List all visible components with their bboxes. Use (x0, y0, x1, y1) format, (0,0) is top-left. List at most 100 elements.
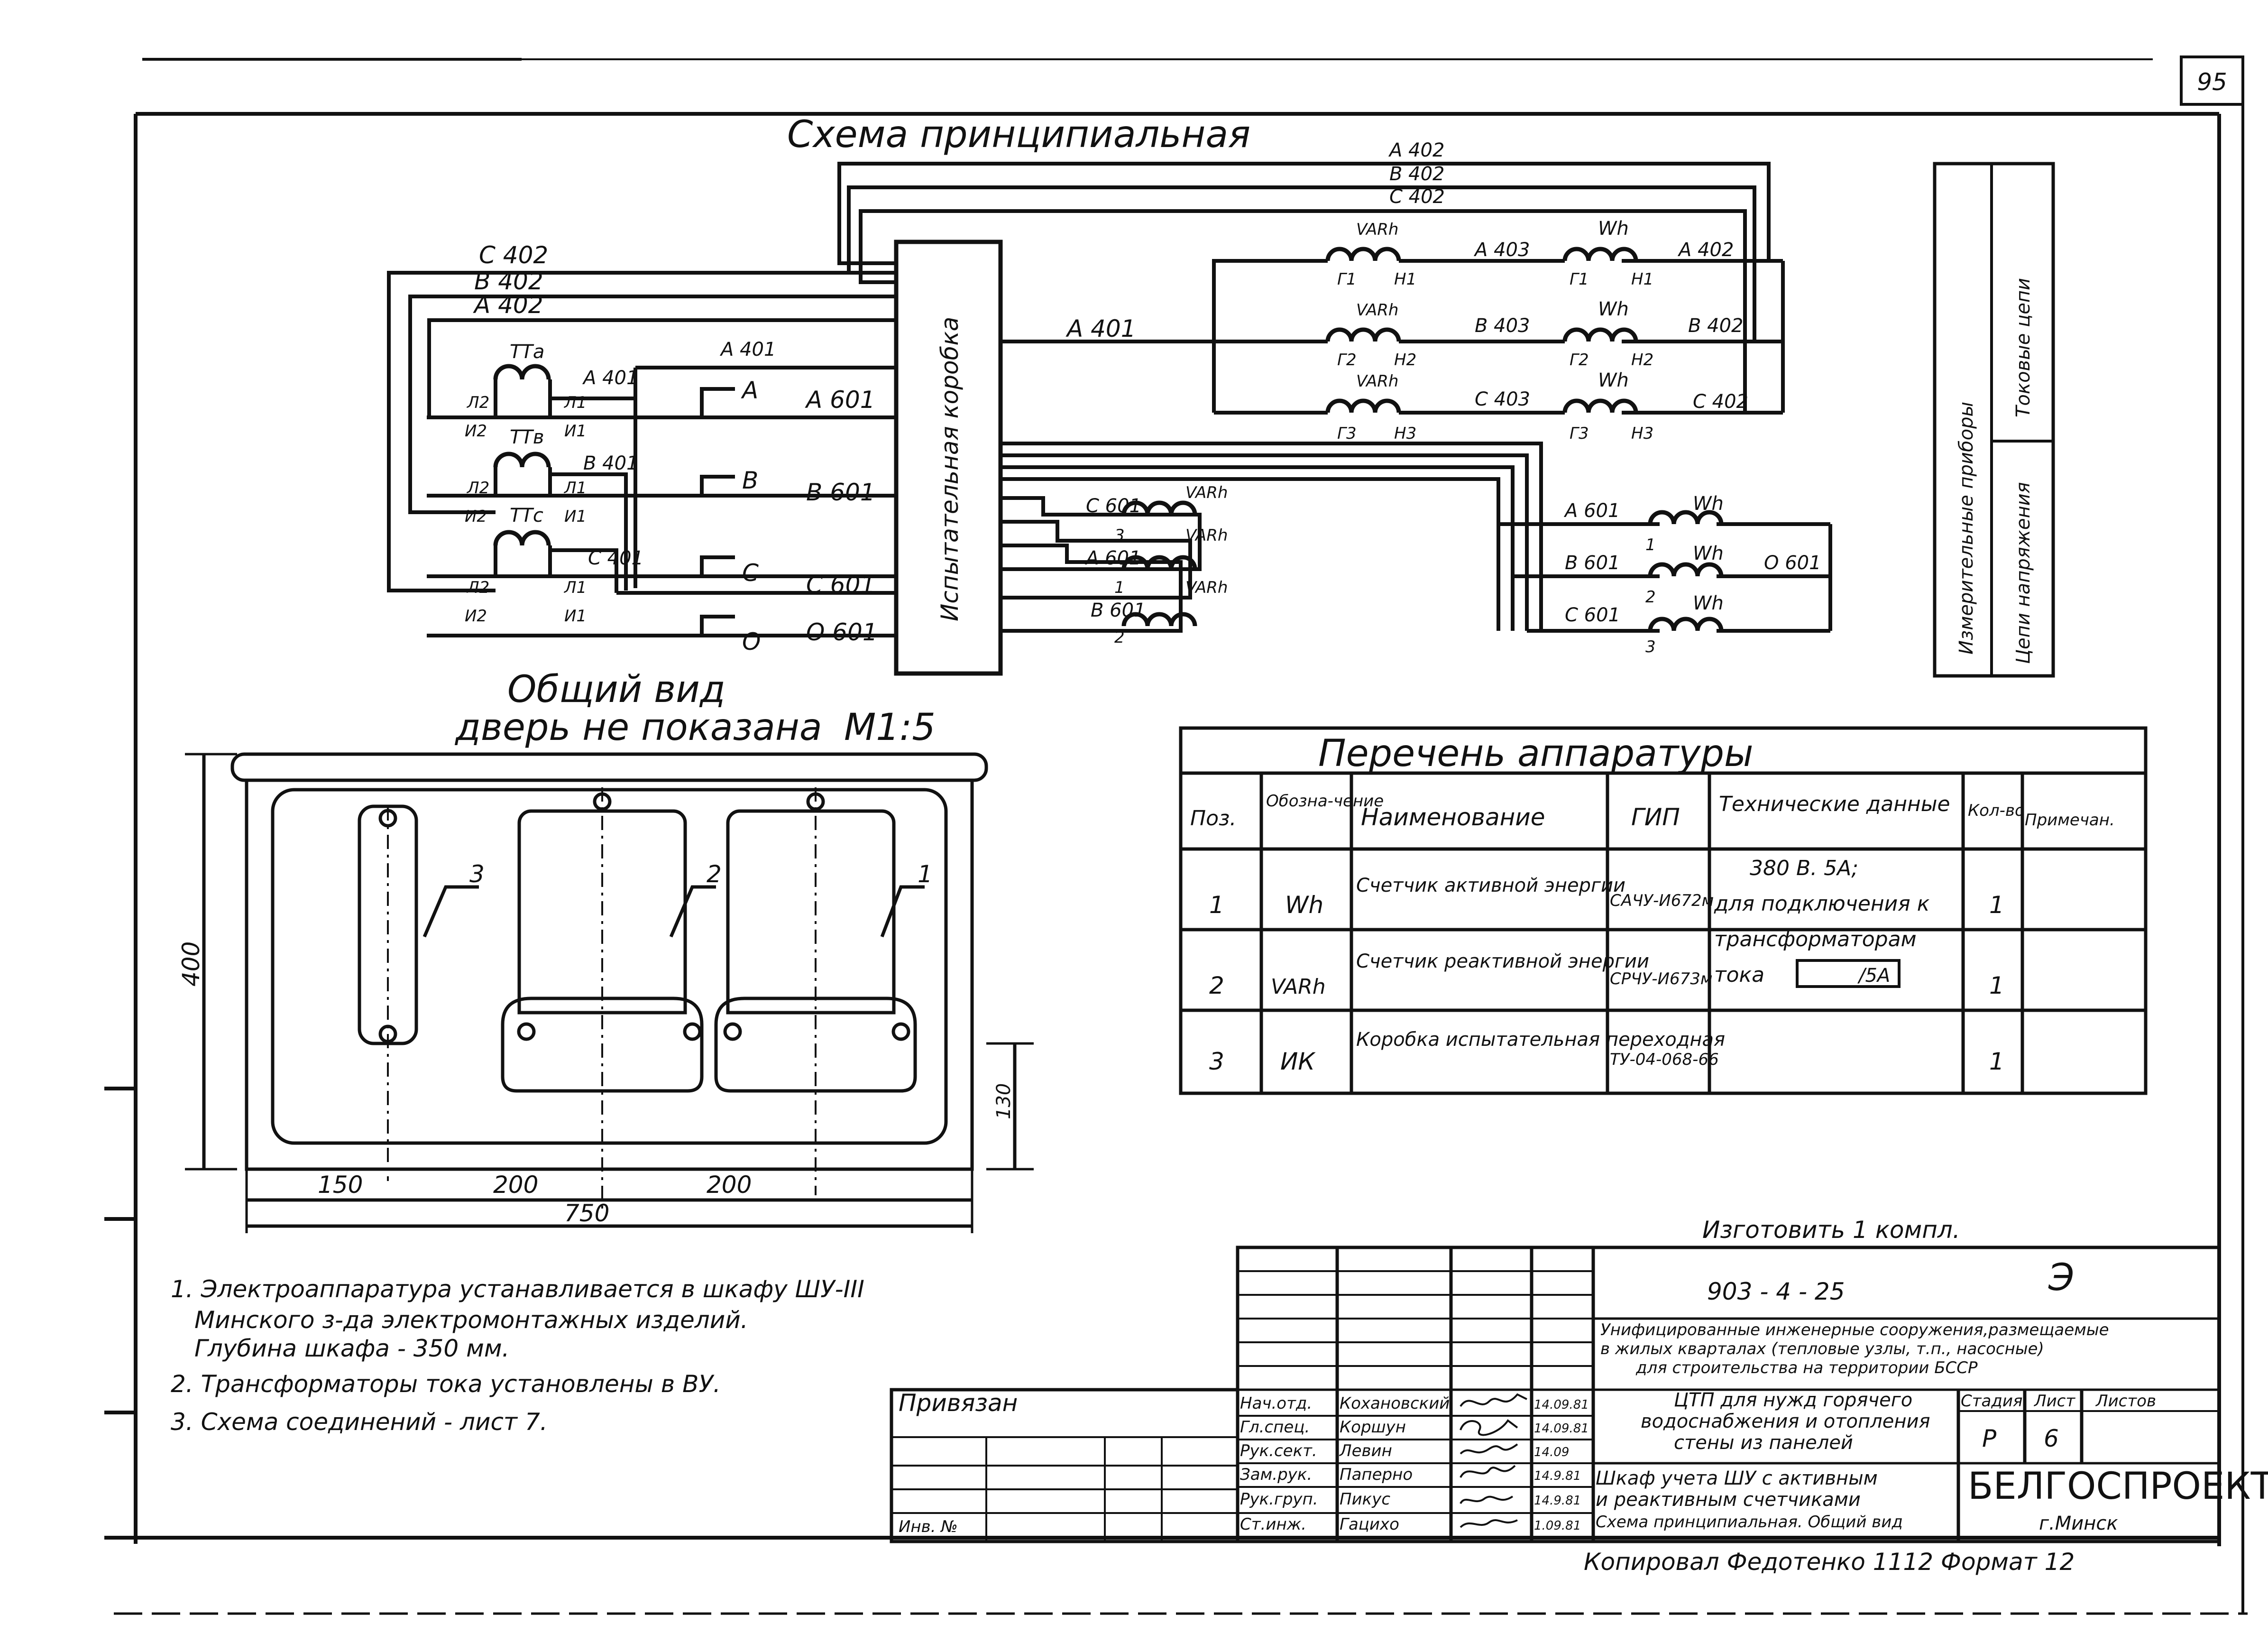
test-box-label: Испытательная коробка (936, 317, 964, 621)
drawing-label: Г1 (1337, 270, 1357, 289)
drawing-label: В 401 (583, 452, 639, 474)
notes: 1. Электроаппаратура устанавливается в ш… (171, 1275, 864, 1436)
drawing-label: 200 (707, 1171, 752, 1199)
drawing-label: 200 (493, 1171, 538, 1199)
drawing-label: Лист (2033, 1392, 2075, 1411)
drawing-label: Схема принципиальная. Общий вид (1596, 1513, 1903, 1532)
drawing-label: ГИП (1631, 803, 1680, 831)
drawing-label: Wh (1693, 543, 1724, 564)
drawing-label: и реактивным счетчиками (1596, 1489, 1861, 1511)
drawing-label: О (742, 628, 761, 655)
drawing-label: С 601 (1565, 604, 1620, 626)
drawing-label: Г2 (1570, 351, 1589, 369)
drawing-label: для подключения к (1714, 892, 1930, 916)
drawing-label: 3 (469, 860, 485, 888)
drawing-label: 6 (2044, 1425, 2059, 1452)
drawing-label: С 601 (806, 571, 875, 599)
drawing-label: Wh (1598, 218, 1629, 240)
drawing-label: Рук.груп. (1240, 1490, 1318, 1509)
drawing-label: Л1 (563, 578, 587, 597)
drawing-label: И1 (564, 607, 587, 626)
side-legend-col2: Измерительные приборы (1956, 402, 1977, 655)
drawing-label: О 601 (806, 618, 878, 646)
drawing-label: стены из панелей (1674, 1432, 1853, 1454)
drawing-label: В 601 (806, 479, 875, 506)
drawing-label: VARh (1356, 372, 1398, 391)
drawing-label: Зам.рук. (1240, 1465, 1312, 1484)
view-scale: М1:5 (844, 706, 936, 749)
note-1: 1. Электроаппаратура устанавливается в ш… (171, 1275, 864, 1303)
drawing-label: 1 (1209, 891, 1224, 919)
drawing-label: Wh (1693, 493, 1724, 515)
drawing-label: VARh (1356, 220, 1398, 239)
drawing-label: ТТа (510, 341, 544, 363)
drawing-label: С 402 (1693, 391, 1748, 413)
cabinet-dims: 400 130 150 200 200 750 3 2 1 (177, 860, 1015, 1227)
side-legend-table: Измерительные приборы Токовые цепи Цепи … (1933, 162, 2055, 678)
drawing-label: А (741, 377, 758, 404)
drawing-label: И1 (564, 422, 587, 441)
drawing-label: Р (1982, 1425, 1997, 1452)
drawing-label: Л2 (466, 393, 489, 412)
drawing-label: И2 (465, 422, 487, 441)
org-name: БЕЛГОСПРОЕКТ (1968, 1465, 2268, 1508)
drawing-label: 14.09 (1534, 1445, 1569, 1459)
drawing-label: VARh (1271, 975, 1326, 999)
view-subtitle: дверь не показана (454, 706, 822, 749)
drawing-label: тока (1714, 963, 1764, 987)
tied-label: Привязан (899, 1389, 1018, 1417)
page-number-box: 95 (2180, 55, 2244, 106)
drawing-label: Счетчик реактивной энергии (1356, 951, 1649, 972)
drawing-label: г.Минск (2039, 1513, 2118, 1534)
drawing-label: Л2 (466, 479, 489, 498)
view-title: Общий вид (507, 668, 725, 711)
drawing-label: Шкаф учета ШУ с активным (1596, 1467, 1878, 1489)
drawing-label: 2 (1645, 588, 1656, 607)
drawing-label: Г1 (1570, 270, 1589, 289)
drawing-label: для строительства на территории БССР (1635, 1358, 1978, 1377)
drawing-label: 3 (1209, 1048, 1224, 1075)
drawing-label: Стадия (1961, 1392, 2022, 1411)
drawing-label: Унифицированные инженерные сооружения,ра… (1600, 1320, 2109, 1339)
drawing-label: 1 (1645, 535, 1656, 554)
drawing-label: С 401 (588, 547, 643, 569)
drawing-label: 14.09.81 (1534, 1398, 1589, 1412)
drawing-label: О 601 (1764, 552, 1821, 574)
drawing-label: Кол-во (1968, 801, 2025, 820)
drawing-label: 2 (707, 860, 722, 888)
drawing-label: Н2 (1394, 351, 1416, 369)
drawing-label: ИК (1280, 1048, 1316, 1075)
drawing-label: И2 (465, 607, 487, 626)
drawing-label: Г2 (1337, 351, 1357, 369)
drawing-label: VARh (1185, 578, 1228, 597)
schematic-labels: А 402 В 402 С 402 С 402 В 402 А 402 А 40… (465, 139, 1821, 656)
drawing-label: Wh (1598, 369, 1629, 391)
drawing-label: Листов (2095, 1392, 2156, 1411)
drawing-label: А 601 (1084, 547, 1141, 569)
drawing-label: В 402 (1389, 163, 1445, 185)
drawing-label: В (742, 467, 758, 494)
drawing-label: С (742, 559, 759, 587)
side-legend-current: Токовые цепи (2012, 278, 2034, 417)
drawing-label: 400 (177, 941, 205, 987)
drawing-label: Н3 (1631, 424, 1653, 443)
drawing-label: Wh (1285, 891, 1323, 919)
drawing-label: 1 (918, 860, 933, 888)
drawing-label: 14.9.81 (1534, 1469, 1581, 1483)
drawing-label: С 601 (1086, 495, 1141, 517)
drawing-label: Кохановский (1340, 1394, 1450, 1413)
drawing-label: Г3 (1570, 424, 1589, 443)
drawing-label: 1 (1114, 578, 1125, 597)
drawing-label: А 403 (1473, 239, 1530, 261)
drawing-label: А 402 (1388, 139, 1444, 161)
drawing-label: Обозна-чение (1266, 792, 1384, 811)
drawing-label: VARh (1185, 483, 1228, 502)
drawing-label: Wh (1693, 592, 1724, 614)
drawing-label: 1.09.81 (1534, 1519, 1581, 1533)
drawing-label: 1 (1989, 1048, 2004, 1075)
drawing-label: 150 (318, 1171, 363, 1199)
drawing-label: Паперно (1340, 1465, 1413, 1484)
drawing-label: Ст.инж. (1240, 1515, 1306, 1534)
manufacture-note: Изготовить 1 компл. (1702, 1216, 1960, 1244)
